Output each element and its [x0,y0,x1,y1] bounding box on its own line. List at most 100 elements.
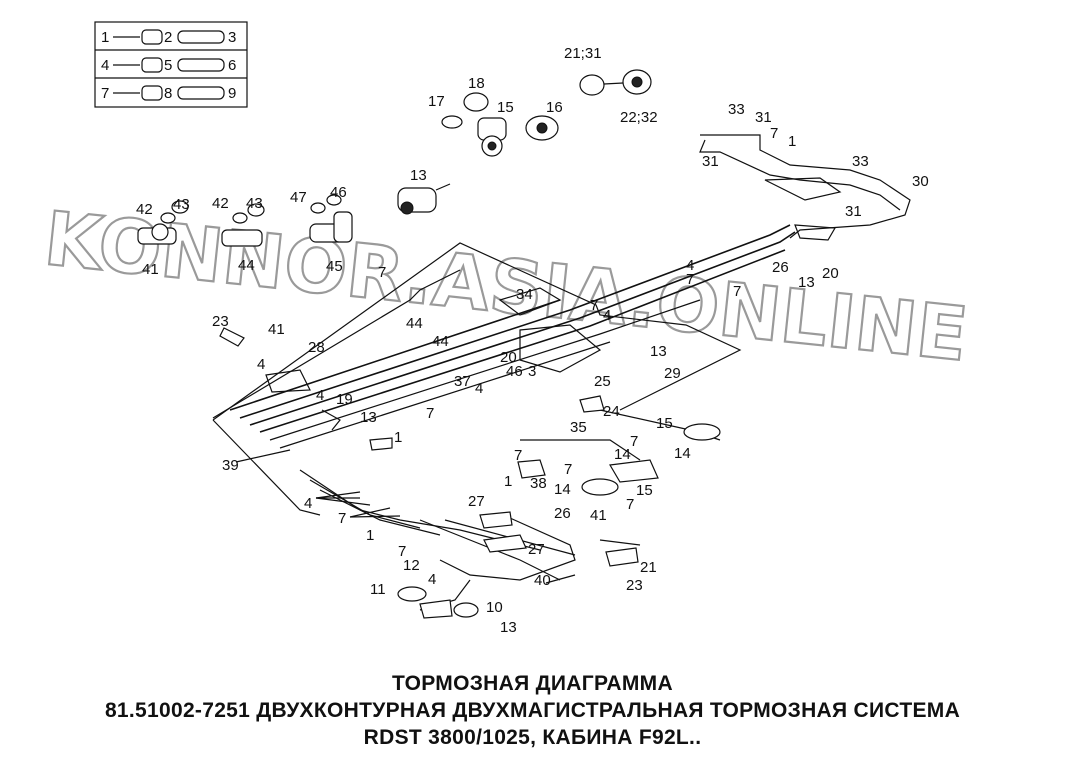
callout: 47 [290,189,307,206]
callout: 33 [852,153,869,170]
callout: 13 [798,274,815,291]
callout: 41 [268,321,285,338]
callout: 13 [410,167,427,184]
callout: 4 [603,307,611,324]
front-frame [699,134,911,241]
callout: 1 [394,429,402,446]
callout: 15 [656,415,673,432]
callout: 16 [546,99,563,116]
connector-icon [177,86,225,100]
fitting-44 [221,203,265,247]
callout: 46 [330,184,347,201]
callout: 17 [428,93,445,110]
callout: 7 [514,447,522,464]
callout: 10 [486,599,503,616]
callout: 13 [650,343,667,360]
callout: 30 [912,173,929,190]
legend-label: 9 [228,85,236,102]
callout: 7 [564,461,572,478]
callout: 26 [554,505,571,522]
callout: 7 [590,297,598,314]
callout: 7 [686,271,694,288]
callout: 7 [378,264,386,281]
callout: 18 [468,75,485,92]
valve-15-17-18 [441,92,559,157]
connector-icon [177,30,225,44]
callout: 14 [674,445,691,462]
callout: 4 [257,356,265,373]
callout: 4 [304,495,312,512]
callout: 41 [590,507,607,524]
callout: 25 [594,373,611,390]
callout: 7 [626,496,634,513]
callout: 27 [528,541,545,558]
legend-label: 2 [164,29,172,46]
callout: 31 [702,153,719,170]
callout: 23 [212,313,229,330]
legend-label: 4 [101,57,109,74]
diagram-title-line3: RDST 3800/1025, КАБИНА F92L.. [363,726,702,749]
callout: 15 [497,99,514,116]
callout: 14 [614,446,631,463]
callout: 7 [426,405,434,422]
fitting-icon [141,57,163,73]
callout: 35 [570,419,587,436]
callout: 26 [772,259,789,276]
callout: 31 [845,203,862,220]
legend-label: 1 [101,29,109,46]
callout: 13 [360,409,377,426]
diagram-title-line2: 81.51002-7251 ДВУХКОНТУРНАЯ ДВУХМАГИСТРА… [104,699,961,722]
callout: 4 [686,257,694,274]
callout: 41 [142,261,159,278]
callout: 15 [636,482,653,499]
callout: 7 [630,433,638,450]
fitting-41 [137,200,189,245]
callout: 12 [403,557,420,574]
legend-label: 8 [164,85,172,102]
legend-label: 7 [101,85,109,102]
fitting-icon [141,29,163,45]
legend-row-2: 4 5 6 [101,57,236,74]
callout: 46 [506,363,523,380]
callout: 21 [640,559,657,576]
leader-lines [235,449,576,584]
valve-21-31 [579,69,652,96]
legend-row-1: 1 2 3 [101,29,236,46]
callout: 43 [246,195,263,212]
callout: 45 [326,258,343,275]
callout: 20 [822,265,839,282]
callout: 13 [500,619,517,636]
fitting-45 [309,194,353,243]
callout: 1 [788,133,796,150]
callout: 42 [136,201,153,218]
callout: 44 [432,333,449,350]
chassis-lines [212,224,796,611]
callout: 4 [316,387,324,404]
callout: 27 [468,493,485,510]
diagram-title-line1: ТОРМОЗНАЯ ДИАГРАММА [392,672,673,695]
callout: 39 [222,457,239,474]
callout: 44 [238,257,255,274]
sensor-13 [397,183,451,215]
callout: 7 [733,283,741,300]
callout: 7 [770,125,778,142]
components [219,327,721,619]
callout: 40 [534,572,551,589]
callout: 4 [475,380,483,397]
callout: 42 [212,195,229,212]
legend-box: 1 2 3 4 5 6 7 8 9 [94,21,248,108]
callout: 43 [173,196,190,213]
callout: 7 [398,543,406,560]
callout: 34 [516,286,533,303]
connector-icon [177,58,225,72]
legend-row-3: 7 8 9 [101,85,236,102]
callout: 19 [336,391,353,408]
callout: 28 [308,339,325,356]
callout: 29 [664,365,681,382]
fitting-icon [141,85,163,101]
callout: 11 [370,581,386,598]
callout: 38 [530,475,547,492]
callout: 3 [528,363,536,380]
callout: 20 [500,349,517,366]
callout: 1 [504,473,512,490]
